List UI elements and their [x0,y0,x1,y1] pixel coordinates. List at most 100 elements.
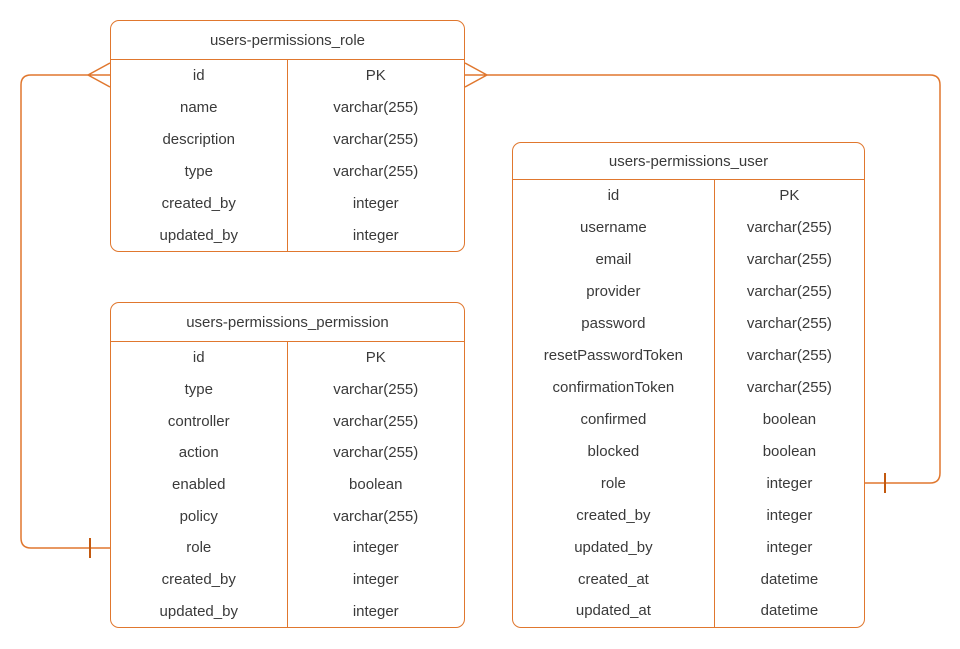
field-name: confirmed [513,403,715,436]
table-body: id PK username varchar(255) email varchar(255… [513,180,864,627]
table-row: id PK [513,180,864,212]
table-row: created_by integer [111,187,464,220]
table-row: description varchar(255) [111,123,464,156]
table-row: role integer [513,467,864,500]
field-name: updated_at [513,594,715,627]
table-row: updated_by integer [111,595,464,628]
field-name: created_by [111,187,288,220]
table-row: password varchar(255) [513,307,864,340]
field-type: integer [766,538,813,556]
field-type: PK [365,67,386,85]
field-type: PK [365,349,386,367]
table-row: created_by integer [111,563,464,596]
field-type: varchar(255) [333,381,419,398]
table-row: updated_by integer [513,531,864,564]
table-row: name varchar(255) [111,91,464,124]
crow-foot-many-icon [464,62,488,88]
field-type: varchar(255) [333,131,419,149]
field-type: varchar(255) [333,507,419,525]
field-type: integer [352,539,399,557]
field-name: id [111,60,288,92]
table-row: provider varchar(255) [513,275,864,308]
field-name: id [111,342,288,374]
table-title: users-permissions_permission [111,303,464,342]
field-type: varchar(255) [746,251,832,269]
field-name: updated_by [111,219,288,251]
table-row: type varchar(255) [111,373,464,406]
table-row: resetPasswordToken varchar(255) [513,339,864,372]
field-name: name [111,91,288,124]
field-name: action [111,437,288,469]
field-name: email [513,243,715,276]
field-type: integer [352,194,399,212]
field-name: created_by [513,499,715,532]
field-name: created_at [513,563,715,595]
table-title: users-permissions_role [111,21,464,60]
field-name: username [513,211,715,244]
field-type: boolean [349,476,403,494]
table-row: id PK [111,60,464,92]
connector-line [20,74,110,549]
field-type: varchar(255) [746,315,832,333]
field-name: password [513,307,715,340]
table-body: id PK name varchar(255) description varchar(2… [111,60,464,251]
field-type: varchar(255) [746,378,832,396]
table-row: enabled boolean [111,468,464,501]
field-name: id [513,180,715,212]
field-name: policy [111,500,288,533]
entity-table-users-permissions-role: users-permissions_role id PK name varchar(2… [110,20,465,252]
field-name: type [111,155,288,188]
field-name: blocked [513,435,715,468]
field-name: type [111,373,288,406]
field-type: varchar(255) [746,219,832,237]
table-title: users-permissions_user [513,143,864,180]
table-row: confirmationToken varchar(255) [513,371,864,404]
field-name: controller [111,405,288,438]
field-type: varchar(255) [333,444,419,462]
field-type: PK [779,187,800,205]
field-type: varchar(255) [746,283,832,301]
table-row: blocked boolean [513,435,864,468]
field-type: varchar(255) [333,162,419,180]
relationship-role-permission [20,62,111,558]
field-name: updated_by [513,531,715,564]
table-row: policy varchar(255) [111,500,464,533]
field-type: varchar(255) [333,99,419,117]
table-row: created_by integer [513,499,864,532]
table-row: email varchar(255) [513,243,864,276]
table-row: id PK [111,342,464,374]
field-type: integer [352,226,399,244]
field-name: provider [513,275,715,308]
field-type: datetime [760,602,819,620]
field-type: datetime [760,570,819,588]
field-name: created_by [111,563,288,596]
table-row: updated_at datetime [513,594,864,627]
field-name: confirmationToken [513,371,715,404]
field-name: updated_by [111,595,288,628]
table-row: action varchar(255) [111,437,464,469]
field-type: varchar(255) [333,412,419,430]
field-type: integer [352,571,399,589]
table-row: role integer [111,532,464,564]
field-name: role [111,532,288,564]
table-row: controller varchar(255) [111,405,464,438]
field-name: resetPasswordToken [513,339,715,372]
field-type: varchar(255) [746,347,832,365]
entity-table-users-permissions-permission: users-permissions_permission id PK type var… [110,302,465,628]
table-row: username varchar(255) [513,211,864,244]
table-row: created_at datetime [513,563,864,595]
field-type: integer [766,474,813,492]
table-row: updated_by integer [111,219,464,251]
field-type: integer [352,602,399,620]
table-row: type varchar(255) [111,155,464,188]
field-type: boolean [762,442,817,460]
field-type: integer [766,506,813,524]
crow-foot-many-icon [87,62,111,88]
table-body: id PK type varchar(255) controller varchar(25… [111,342,464,628]
table-row: confirmed boolean [513,403,864,436]
field-type: boolean [762,410,817,428]
field-name: enabled [111,468,288,501]
field-name: role [513,467,715,500]
field-name: description [111,123,288,156]
